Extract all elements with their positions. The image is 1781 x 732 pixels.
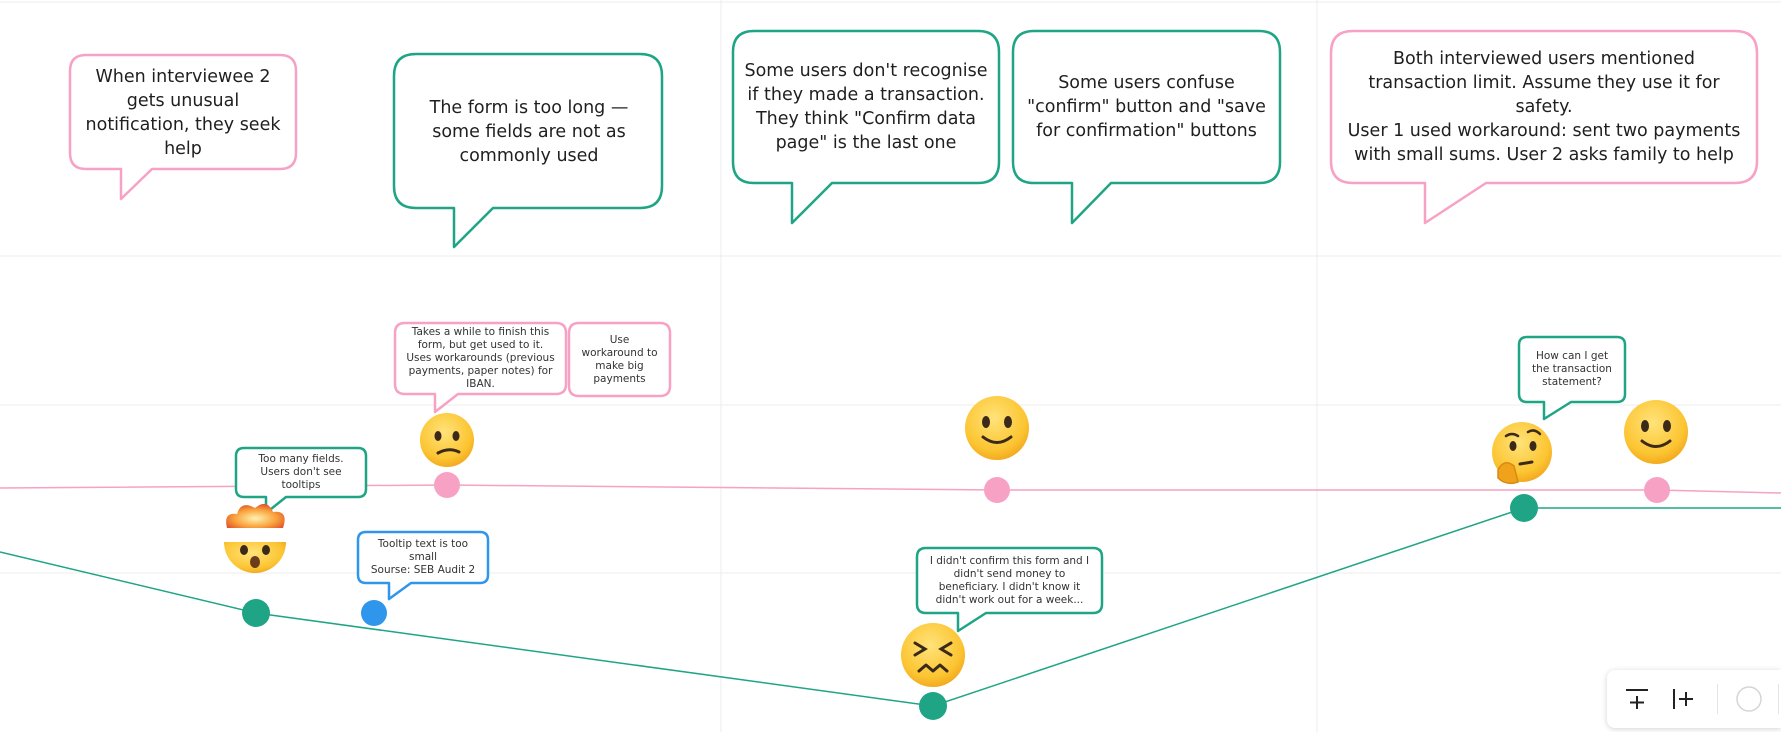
slightly-smiling-emoji-icon xyxy=(1624,400,1688,464)
confused-emoji-icon xyxy=(420,413,474,467)
small-note-shape[interactable] xyxy=(356,530,490,601)
small-note-shape[interactable] xyxy=(393,321,568,414)
note-big-payments-workaround: Use workaround to make big payments xyxy=(581,333,658,385)
journey-point-pink[interactable] xyxy=(1644,477,1670,503)
note-transaction-statement: How can I get the transaction statement? xyxy=(1532,350,1612,388)
note-confirm-data-page: Some users don't recognise if they made … xyxy=(744,61,988,153)
small-note-shape[interactable] xyxy=(1517,335,1627,421)
speech-bubble-shape[interactable] xyxy=(1011,29,1282,225)
circle-shape-icon[interactable] xyxy=(1731,682,1767,716)
insert-column-icon[interactable] xyxy=(1665,682,1701,716)
note-tooltip-text-small: Tooltip text is too small Sourse: SEB Au… xyxy=(370,538,476,576)
journey-point-blue[interactable] xyxy=(361,600,387,626)
mind-blown-emoji-icon xyxy=(224,503,286,573)
speech-bubble-shape[interactable] xyxy=(68,53,298,201)
note-transaction-limit: Both interviewed users mentioned transac… xyxy=(1347,49,1741,165)
confounded-emoji-icon xyxy=(901,623,965,687)
note-interviewee-2-help: When interviewee 2 gets unusual notifica… xyxy=(85,67,281,159)
slightly-smiling-emoji-icon xyxy=(965,396,1029,460)
speech-bubble-shape[interactable] xyxy=(731,29,1001,225)
small-note-shape[interactable] xyxy=(567,321,672,398)
canvas-toolbar xyxy=(1607,670,1781,728)
journey-point-pink[interactable] xyxy=(984,477,1010,503)
note-confirm-buttons: Some users confuse "confirm" button and … xyxy=(1027,73,1266,141)
insert-row-icon[interactable] xyxy=(1619,682,1655,716)
note-too-many-fields: Too many fields. Users don't see tooltip… xyxy=(258,453,344,491)
journey-point-teal[interactable] xyxy=(242,599,270,627)
speech-bubble-shape[interactable] xyxy=(392,52,664,249)
small-note-shape[interactable] xyxy=(234,446,368,515)
speech-bubble-shape[interactable] xyxy=(1329,29,1759,225)
journey-point-pink[interactable] xyxy=(434,472,460,498)
note-didnt-confirm-form: I didn't confirm this form and I didn't … xyxy=(929,554,1090,606)
journey-point-teal[interactable] xyxy=(1510,494,1538,522)
note-form-too-long: The form is too long — some fields are n… xyxy=(429,98,629,166)
toolbar-divider xyxy=(1778,684,1779,714)
thinking-emoji-icon xyxy=(1492,422,1552,485)
journey-point-teal[interactable] xyxy=(919,692,947,720)
small-note-shape[interactable] xyxy=(915,546,1104,633)
toolbar-divider xyxy=(1717,684,1718,714)
note-takes-a-while: Takes a while to finish this form, but g… xyxy=(406,326,555,390)
